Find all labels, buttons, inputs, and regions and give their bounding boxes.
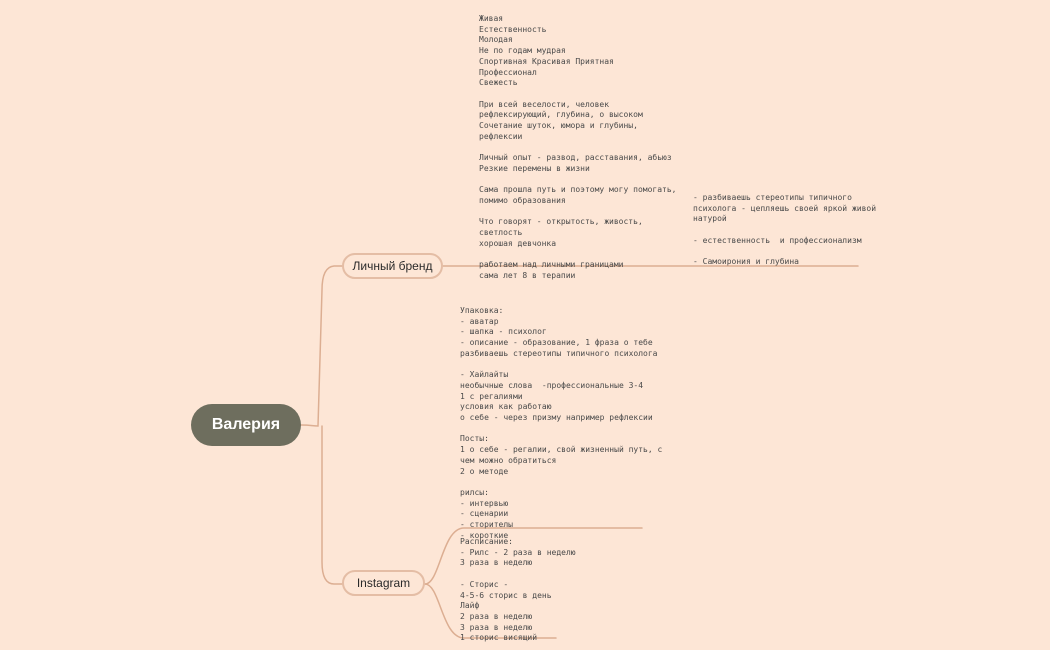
- root-connector-bracket: [300, 265, 343, 585]
- branch-node-instagram[interactable]: Instagram: [342, 570, 425, 596]
- note-instagram-packaging[interactable]: Упаковка: - аватар - шапка - психолог - …: [460, 306, 663, 540]
- insta-packaging-connector: [424, 527, 643, 585]
- note-brand-traits[interactable]: Живая Естественность Молодая Не по годам…: [479, 14, 677, 280]
- note-brand-summary[interactable]: - разбиваешь стереотипы типичного психол…: [693, 193, 877, 267]
- note-instagram-schedule[interactable]: Расписание: - Рилс - 2 раза в неделю 3 р…: [460, 537, 576, 643]
- root-node[interactable]: Валерия: [191, 404, 301, 446]
- branch-node-personal-brand[interactable]: Личный бренд: [342, 253, 443, 279]
- insta-schedule-connector: [424, 583, 557, 639]
